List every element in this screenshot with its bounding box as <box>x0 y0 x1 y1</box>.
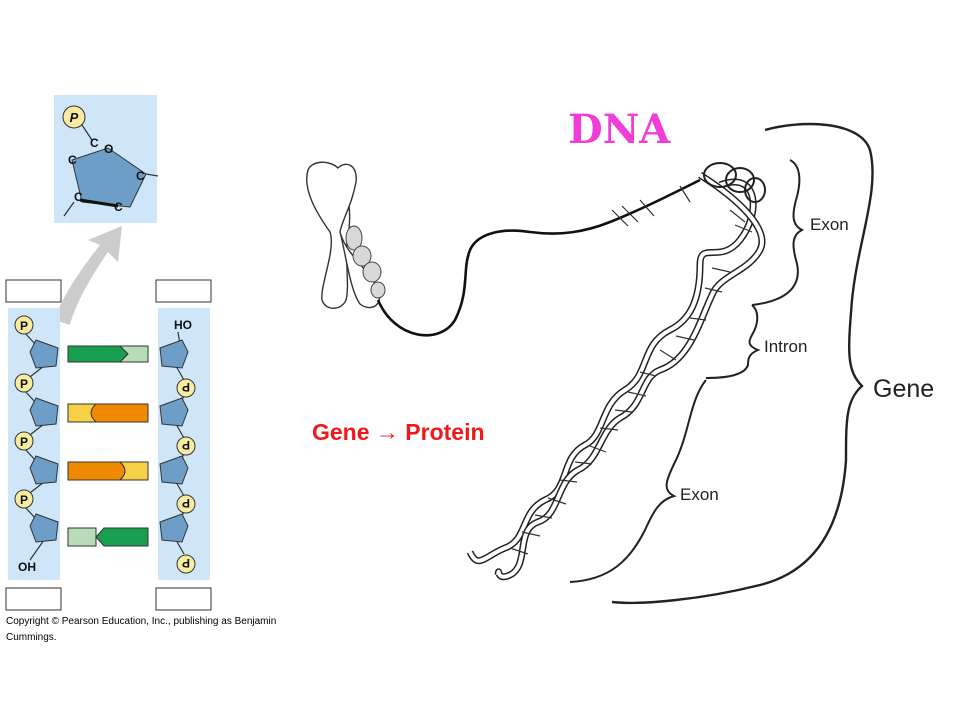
right-phosphate-label-1: P <box>182 380 190 394</box>
base-pair-4 <box>67 527 149 547</box>
oh-end-label: OH <box>18 560 36 574</box>
right-phosphate-label-3: P <box>182 496 190 510</box>
helix-strand-b <box>494 172 766 581</box>
right-sugars <box>159 339 189 543</box>
top-left-box <box>5 279 62 303</box>
inset-bond-2 <box>63 201 75 217</box>
helix-coil-top <box>703 162 766 203</box>
inset-carbon-3: C <box>136 169 145 183</box>
gene-brace <box>611 122 874 605</box>
chromosome <box>306 161 381 309</box>
base-pair-1 <box>67 345 149 363</box>
helix-strand-a-fill <box>468 180 755 563</box>
left-phosphate-label-2: P <box>20 377 28 391</box>
left-phosphate-label-4: P <box>20 493 28 507</box>
gene-protein-caption: Gene → Protein <box>312 419 485 445</box>
exon-bottom-brace <box>569 379 707 583</box>
helix-strand-b-fill <box>496 173 764 579</box>
dna-title: DNA <box>568 106 671 153</box>
inset-carbon-5: C <box>114 200 123 214</box>
intron-label: Intron <box>764 337 808 356</box>
left-phosphate-label-3: P <box>20 435 28 449</box>
left-sugars <box>29 339 59 543</box>
right-phosphate-label-2: P <box>182 438 190 452</box>
gene-label: Gene <box>873 375 935 403</box>
inset-oxygen: O <box>104 142 113 156</box>
base-pair-2 <box>67 403 149 423</box>
top-right-box <box>155 279 212 303</box>
inset-phosphate-label: P <box>70 110 79 125</box>
base-pair-3 <box>67 461 149 481</box>
ho-end-label: HO <box>174 318 192 332</box>
bottom-left-box <box>5 587 62 611</box>
intron-brace <box>705 304 761 379</box>
inset-bond-3 <box>145 173 159 177</box>
left-phosphates <box>14 315 34 509</box>
copyright-notice: Copyright © Pearson Education, Inc., pub… <box>6 616 277 643</box>
exon-top-brace <box>751 159 805 306</box>
right-phosphate-label-4: P <box>182 556 190 570</box>
exon-top-label: Exon <box>810 215 849 234</box>
curved-arrow <box>55 226 122 325</box>
exon-bottom-label: Exon <box>680 485 719 504</box>
helix-rungs <box>509 185 753 555</box>
inset-double-bond <box>79 198 119 208</box>
inset-carbon-4: C <box>74 190 83 204</box>
inset-carbon-1: C <box>90 136 99 150</box>
chromosome-coil <box>345 225 386 299</box>
inset-phosphate <box>62 105 86 129</box>
left-phosphate-label-1: P <box>20 319 28 333</box>
inset-carbon-2: C <box>68 153 77 167</box>
bottom-right-box <box>155 587 212 611</box>
dna-fiber <box>376 178 701 337</box>
inset-bond <box>81 124 93 141</box>
right-phosphates <box>176 378 196 574</box>
